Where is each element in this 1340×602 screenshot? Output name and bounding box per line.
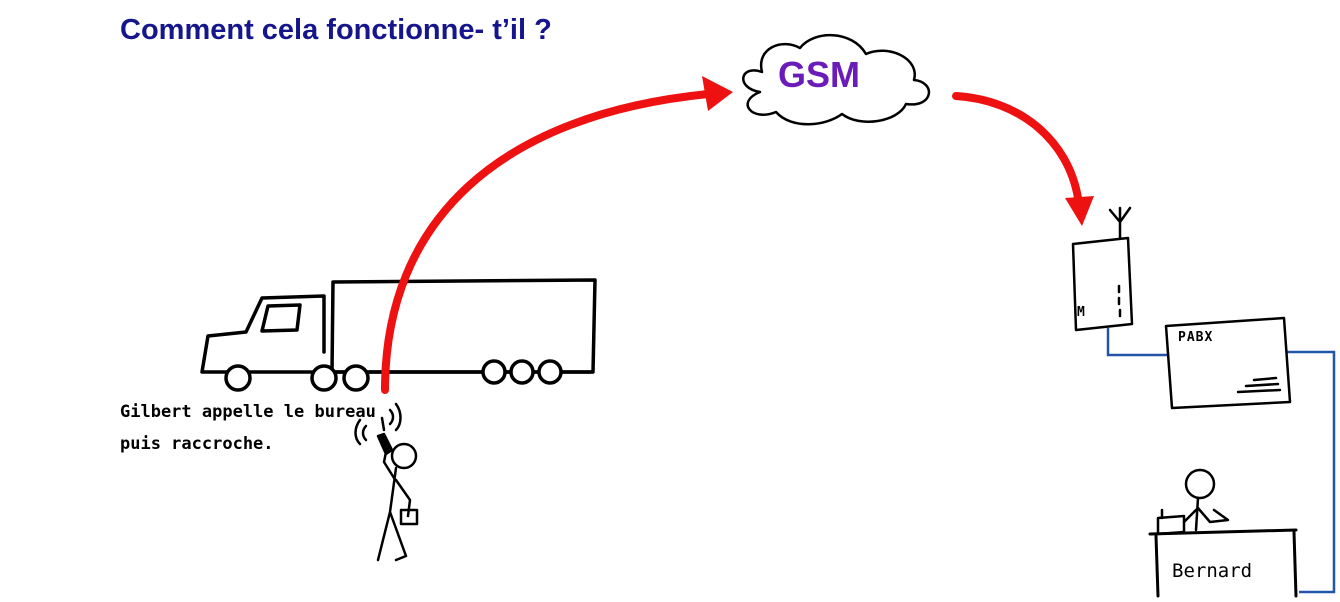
gilbert-caption: Gilbert appelle le bureau puis raccroche… xyxy=(120,396,376,460)
call-arrow-to-gsm xyxy=(381,76,733,394)
truck-icon xyxy=(200,278,597,392)
bernard-person-icon xyxy=(1156,468,1230,536)
modem-label: M xyxy=(1077,305,1085,320)
call-arrow-to-modem xyxy=(952,92,1094,226)
gilbert-person-icon xyxy=(354,402,419,562)
pabx-icon xyxy=(1164,316,1292,410)
caption-line-2: puis raccroche. xyxy=(120,434,274,454)
desk-icon xyxy=(1148,528,1298,598)
pabx-label: PABX xyxy=(1178,330,1214,345)
bernard-label: Bernard xyxy=(1172,560,1253,582)
page-title: Comment cela fonctionne- t’il ? xyxy=(120,14,552,46)
caption-line-1: Gilbert appelle le bureau xyxy=(120,402,376,422)
phone-wiring xyxy=(1106,328,1336,594)
cloud-icon xyxy=(742,34,931,126)
gsm-modem-icon xyxy=(1071,206,1134,332)
gsm-label: GSM xyxy=(778,54,861,95)
